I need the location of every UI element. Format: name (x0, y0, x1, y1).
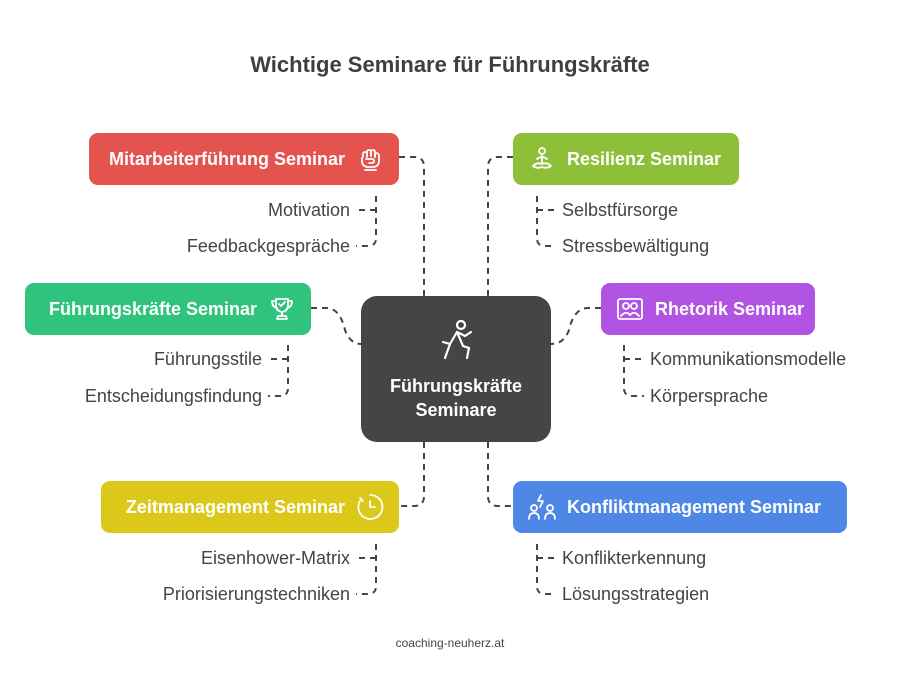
stopwatch-icon (355, 492, 385, 522)
conflict-people-icon (527, 492, 557, 522)
seminar-konfliktmanagement: Konfliktmanagement Seminar (513, 481, 847, 533)
footer-credit: coaching-neuherz.at (395, 636, 505, 650)
sub-item: Körpersprache (650, 386, 769, 406)
trophy-icon (267, 294, 297, 324)
seminar-resilienz: Resilienz Seminar (513, 133, 739, 185)
seminar-label: Führungskräfte Seminar (48, 298, 257, 319)
sub-item: Kommunikationsmodelle (650, 349, 847, 369)
sub-item: Lösungsstrategien (562, 584, 710, 604)
seminar-zeitmanagement: Zeitmanagement Seminar (101, 481, 399, 533)
center-label-line1: Führungskräfte (389, 376, 522, 396)
seminar-label: Rhetorik Seminar (655, 298, 805, 319)
sub-item: Stressbewältigung (562, 236, 710, 256)
sub-item: Motivation (267, 200, 350, 220)
seminar-label: Zeitmanagement Seminar (125, 496, 345, 517)
person-pushing-icon (433, 318, 479, 364)
presentation-people-icon (615, 294, 645, 324)
raised-fist-icon (355, 144, 385, 174)
sub-item: Selbstfürsorge (562, 200, 679, 220)
seminar-label: Mitarbeiterführung Seminar (108, 148, 345, 169)
seminar-fuehrungskraefte: Führungskräfte Seminar (25, 283, 311, 335)
sub-item: Führungsstile (153, 349, 262, 369)
seminar-rhetorik: Rhetorik Seminar (601, 283, 815, 335)
seminar-label: Resilienz Seminar (567, 148, 722, 169)
meditation-icon (527, 144, 557, 174)
center-node: Führungskräfte Seminare (361, 296, 551, 442)
sub-item: Konflikterkennung (562, 548, 707, 568)
sub-item: Priorisierungstechniken (162, 584, 350, 604)
sub-item: Entscheidungsfindung (84, 386, 262, 406)
center-label-line2: Seminare (415, 400, 497, 420)
seminar-mitarbeiterfuehrung: Mitarbeiterführung Seminar (89, 133, 399, 185)
diagram-title: Wichtige Seminare für Führungskräfte (250, 52, 650, 77)
sub-item: Feedbackgespräche (186, 236, 350, 256)
seminar-label: Konfliktmanagement Seminar (567, 496, 822, 517)
sub-item: Eisenhower-Matrix (200, 548, 350, 568)
